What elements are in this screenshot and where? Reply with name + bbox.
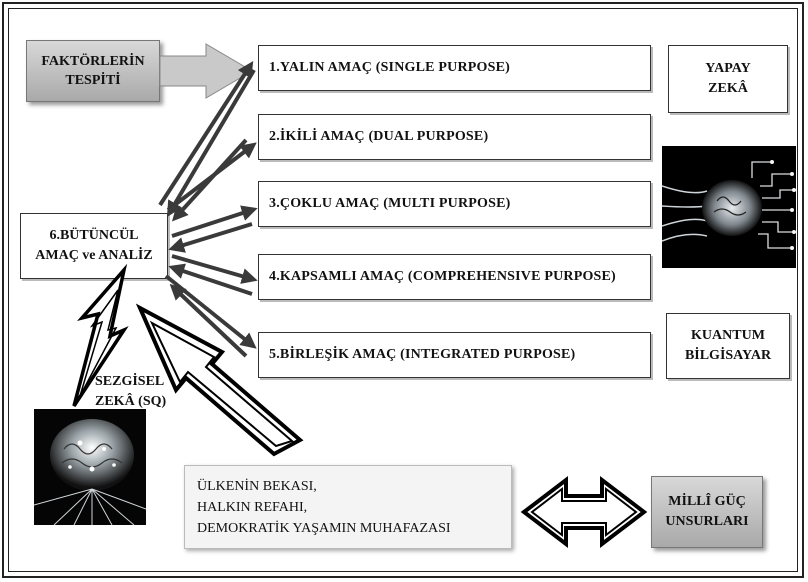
purpose-integrated: 5.BİRLEŞİK AMAÇ (INTEGRATED PURPOSE) — [258, 332, 651, 378]
purpose-dual: 2.İKİLİ AMAÇ (DUAL PURPOSE) — [258, 114, 651, 160]
purpose-multi: 3.ÇOKLU AMAÇ (MULTI PURPOSE) — [258, 181, 651, 227]
purpose-single: 1.YALIN AMAÇ (SINGLE PURPOSE) — [258, 45, 651, 91]
digital-brain-circuit-icon — [662, 146, 796, 268]
power-elements-box: MİLLÎ GÜÇ UNSURLARI — [651, 476, 763, 548]
arrow-to-multi — [171, 205, 258, 238]
factors-arrow — [159, 43, 253, 99]
ai-box: YAPAY ZEKÂ — [668, 45, 788, 113]
holistic-box: 6.BÜTÜNCÜL AMAÇ ve ANALİZ — [20, 213, 168, 279]
arrow-from-integrated — [169, 283, 248, 358]
national-goals-box: ÜLKENİN BEKASI, HALKIN REFAHI, DEMOKRATİ… — [184, 465, 512, 549]
sq-label: SEZGİSEL ZEKÂ (SQ) — [95, 374, 167, 409]
glowing-brain-head-icon — [34, 409, 146, 525]
arrow-from-comprehensive — [168, 263, 253, 296]
arrow-to-single — [158, 60, 254, 207]
goals-to-holistic-arrow — [135, 303, 304, 457]
arrow-from-dual — [171, 138, 248, 222]
arrow-from-multi — [168, 222, 253, 253]
goals-power-double-arrow — [520, 475, 648, 549]
purpose-link-arrows — [158, 60, 258, 358]
purpose-comprehensive: 4.KAPSAMLI AMAÇ (COMPREHENSIVE PURPOSE) — [258, 254, 651, 300]
lightning-bolt-arrow — [72, 263, 129, 407]
inner-frame — [8, 8, 798, 572]
factors-box: FAKTÖRLERİN TESPİTİ — [26, 40, 160, 102]
arrow-to-comprehensive — [171, 254, 258, 284]
quantum-box: KUANTUM BİLGİSAYAR — [666, 313, 790, 379]
arrow-from-single — [166, 68, 256, 218]
